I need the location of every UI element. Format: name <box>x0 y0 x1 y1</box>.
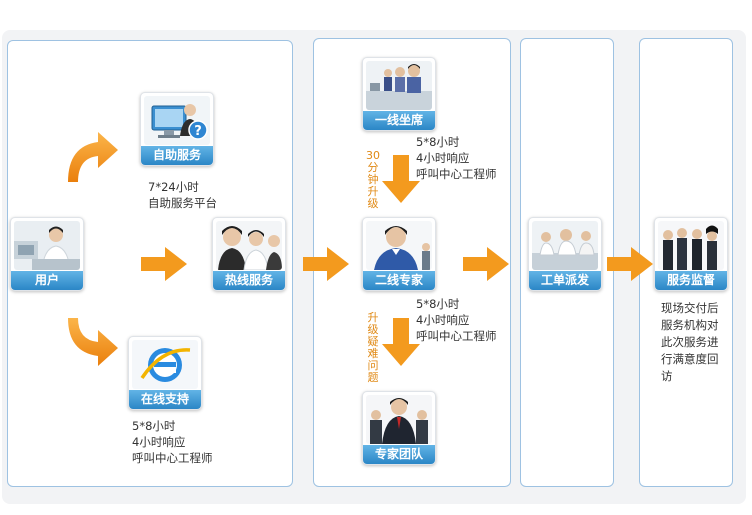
curved-arrow-to-online-support <box>68 318 118 366</box>
staff-group-image <box>658 221 724 270</box>
online-support-photo <box>132 340 198 389</box>
call-center-row-image <box>366 61 432 110</box>
node-hotline: 热线服务 <box>212 217 286 291</box>
arrow-tier1-to-tier2 <box>382 155 420 203</box>
hotline-photo <box>216 221 282 270</box>
supervision-note: 现场交付后服务机构对此次服务进行满意度回访 <box>661 301 719 383</box>
node-user-label: 用户 <box>11 271 83 290</box>
computer-help-icon: ? <box>144 96 210 145</box>
arrow-tier2-to-expert-team <box>382 318 420 366</box>
expert-team-photo <box>366 395 432 444</box>
node-hotline-label: 热线服务 <box>213 271 285 290</box>
support-agents-image <box>532 221 598 270</box>
call-agents-image <box>216 221 282 270</box>
node-self-service: ? 自助服务 <box>140 92 214 166</box>
node-self-service-label: 自助服务 <box>141 146 213 165</box>
node-tier1-label: 一线坐席 <box>363 111 435 130</box>
svg-text:?: ? <box>194 124 202 139</box>
tier2-photo <box>366 221 432 270</box>
node-tier1: 一线坐席 <box>362 57 436 131</box>
tier1-photo <box>366 61 432 110</box>
node-expert-team-label: 专家团队 <box>363 445 435 464</box>
node-tier2-label: 二线专家 <box>363 271 435 290</box>
node-service-supervision: 服务监督 <box>654 217 728 291</box>
tier2-note: 5*8小时 4小时响应 呼叫中心工程师 <box>416 297 497 343</box>
node-user: 用户 <box>10 217 84 291</box>
self-service-photo: ? <box>144 96 210 145</box>
escalation-label-tier2-expert: 升级疑难问题 <box>367 311 379 384</box>
business-team-image <box>366 395 432 444</box>
node-online-support-label: 在线支持 <box>129 390 201 409</box>
user-photo <box>14 221 80 270</box>
node-ticket-dispatch-label: 工单派发 <box>529 271 601 290</box>
arrow-dispatch-to-supervision <box>607 247 653 281</box>
arrow-user-to-hotline <box>141 247 187 281</box>
arrow-tier2-to-dispatch <box>463 247 509 281</box>
browser-icon <box>132 340 198 389</box>
ticket-dispatch-photo <box>532 221 598 270</box>
escalation-label-tier1-tier2: 30分钟升级 <box>366 149 380 210</box>
arrow-hotline-to-tier2 <box>303 247 349 281</box>
self-service-note: 7*24小时 自助服务平台 <box>148 180 217 210</box>
online-support-note: 5*8小时 4小时响应 呼叫中心工程师 <box>132 419 213 465</box>
service-supervision-photo <box>658 221 724 270</box>
node-ticket-dispatch: 工单派发 <box>528 217 602 291</box>
user-at-desk-image <box>14 221 80 270</box>
node-tier2: 二线专家 <box>362 217 436 291</box>
node-online-support: 在线支持 <box>128 336 202 410</box>
tier1-note: 5*8小时 4小时响应 呼叫中心工程师 <box>416 135 497 181</box>
node-expert-team: 专家团队 <box>362 391 436 465</box>
expert-portrait-image <box>366 221 432 270</box>
curved-arrow-to-self-service <box>68 132 118 182</box>
node-service-supervision-label: 服务监督 <box>655 271 727 290</box>
